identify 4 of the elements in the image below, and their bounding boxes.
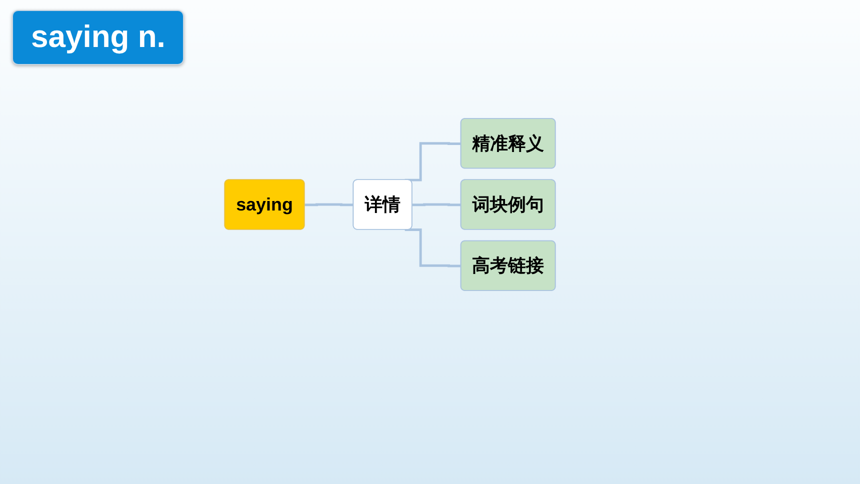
title-banner: saying n.: [12, 10, 184, 65]
connector: [304, 203, 354, 206]
connector: [412, 203, 462, 206]
connector: [404, 228, 462, 268]
